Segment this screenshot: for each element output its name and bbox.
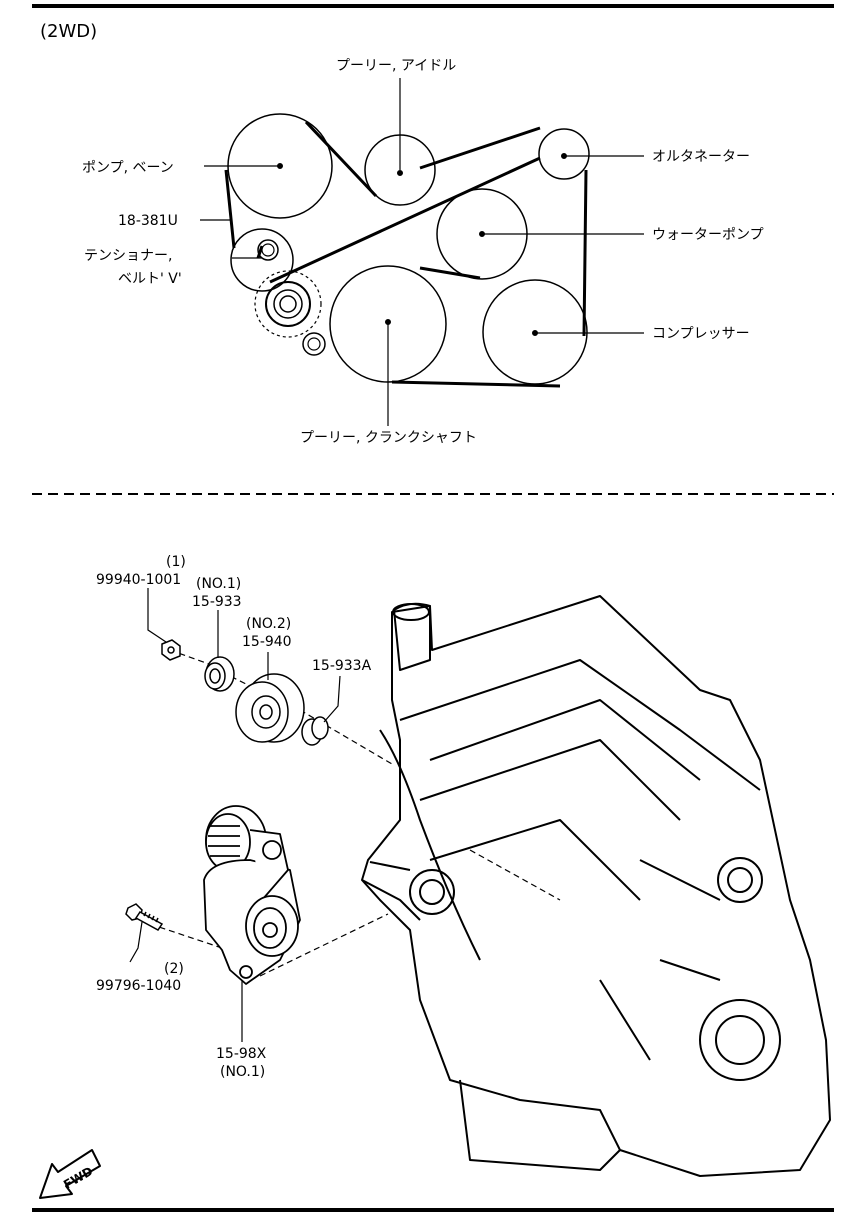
label-idler-pulley-part: 15-940 xyxy=(242,634,292,650)
label-tensioner-line1: テンショナー, xyxy=(84,248,172,264)
label-nut-part: 99940-1001 xyxy=(96,572,181,588)
drive-belt xyxy=(224,120,588,388)
alternator-pulley xyxy=(538,128,590,180)
label-bolt-qty: (2) xyxy=(164,961,184,977)
label-tensioner-line2: ベルト' V' xyxy=(118,271,182,287)
bolt xyxy=(125,903,164,931)
variant-label: (2WD) xyxy=(40,21,97,42)
label-bolt-part: 99796-1040 xyxy=(96,978,181,994)
label-tensioner-part: 15-98X xyxy=(216,1046,267,1062)
label-idler-pulley-qty: (NO.2) xyxy=(246,616,291,632)
tensioner-assembly xyxy=(203,805,301,985)
label-nut-qty: (1) xyxy=(166,554,186,570)
engine-block xyxy=(361,595,831,1177)
nut xyxy=(161,639,181,661)
label-alternator: オルタネーター xyxy=(652,149,750,165)
compressor-pulley xyxy=(482,279,588,385)
label-idle-pulley: プーリー, アイドル xyxy=(336,58,456,74)
label-compressor: コンプレッサー xyxy=(652,326,750,342)
parts-leaders xyxy=(129,588,341,1042)
fwd-arrow-icon: FWD xyxy=(39,1149,101,1199)
label-vane-pump: ポンプ, ベーン xyxy=(82,160,174,176)
idler-pulley-part xyxy=(235,673,305,743)
label-belt-code: 18-381U xyxy=(118,213,178,229)
belt-diagram xyxy=(224,113,590,388)
label-tensioner-qty: (NO.1) xyxy=(220,1064,265,1080)
tensioner-pulley xyxy=(230,228,294,292)
label-dust-cover-qty: (NO.1) xyxy=(196,576,241,592)
pulley-cap xyxy=(301,716,329,746)
label-dust-cover-part: 15-933 xyxy=(192,594,242,610)
dust-cover xyxy=(204,656,235,692)
belt-leaders xyxy=(200,78,644,426)
label-cap-part: 15-933A xyxy=(312,658,372,674)
label-crank-pulley: プーリー, クランクシャフト xyxy=(300,430,477,446)
label-water-pump: ウォーターポンプ xyxy=(652,227,764,243)
